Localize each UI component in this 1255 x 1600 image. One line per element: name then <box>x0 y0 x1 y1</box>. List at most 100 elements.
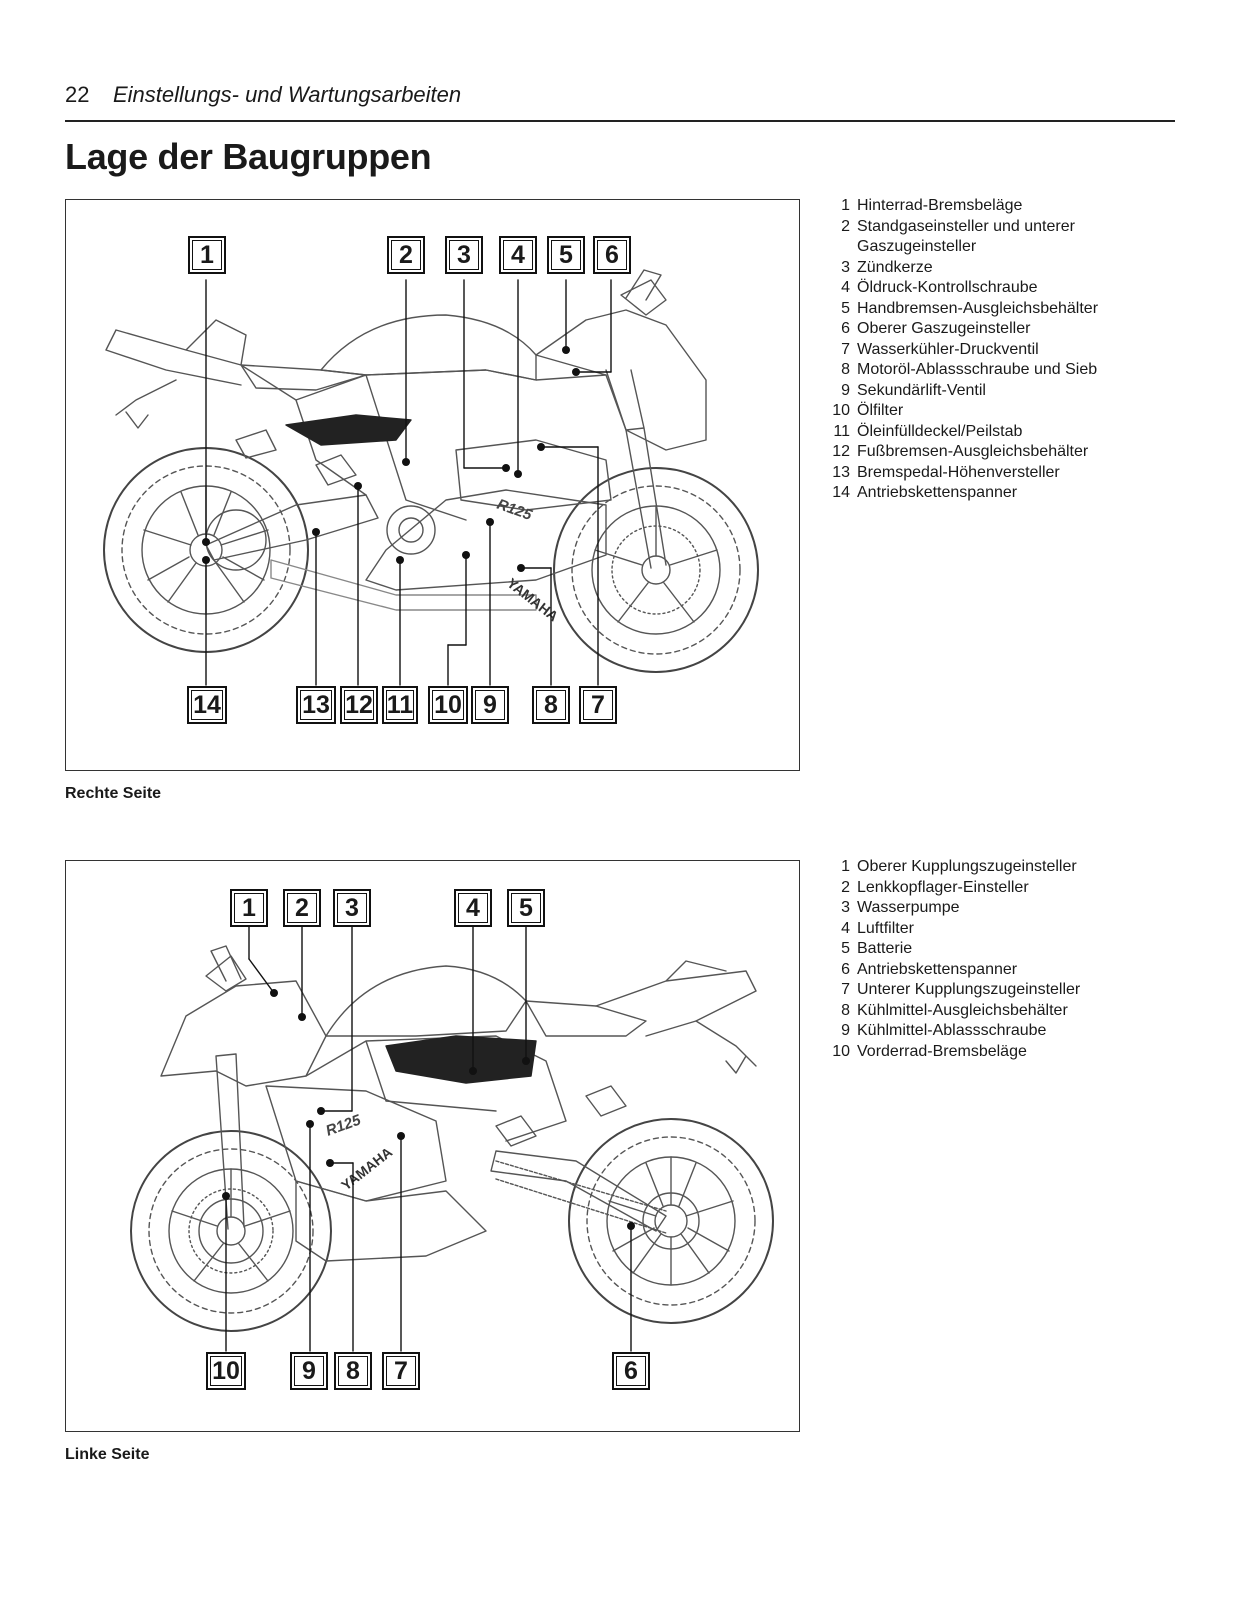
legend-item: 2 Standgaseinsteller und unterer Gaszugei… <box>823 217 1183 258</box>
legend-item-text: Sekundärlift-Ventil <box>857 381 986 399</box>
callout-5: 5 <box>547 236 585 274</box>
legend-item: 5 Batterie <box>823 939 1183 960</box>
legend-item-number: 12 <box>832 443 850 460</box>
legend-item-text: Luftfilter <box>857 919 914 937</box>
callout-6: 6 <box>612 1352 650 1390</box>
front-wheel <box>130 1130 332 1332</box>
page-number: 22 <box>65 82 90 107</box>
callout-9: 9 <box>290 1352 328 1390</box>
legend-item: 9 Sekundärlift-Ventil <box>823 381 1183 402</box>
legend-item-text: Kühlmittel-Ausgleichsbehälter <box>857 1001 1068 1019</box>
rear-license-bracket <box>115 379 177 429</box>
legend-item-number: 6 <box>841 320 850 337</box>
callout-3: 3 <box>333 889 371 927</box>
rear-license-bracket <box>695 1020 757 1074</box>
callout-4: 4 <box>454 889 492 927</box>
legend-item-number: 3 <box>841 258 850 276</box>
fuel-tank <box>320 314 537 381</box>
tail-section <box>105 319 297 401</box>
legend-item-text: Handbremsen-Ausgleichsbehälter <box>857 299 1099 317</box>
rear-wheel <box>568 1118 774 1324</box>
leader-lines <box>225 924 632 1352</box>
legend-item-number: 7 <box>841 981 850 998</box>
side-panel-dark <box>385 1035 537 1084</box>
engine-cover <box>386 505 436 555</box>
figure-left-side: YAMAHA R125 1 2 3 4 5 10 9 8 7 6 <box>65 860 800 1432</box>
callout-4: 4 <box>499 236 537 274</box>
callout-1: 1 <box>188 236 226 274</box>
running-title: Einstellungs- und Wartungsarbeiten <box>113 82 462 107</box>
legend-item-text: Standgaseinsteller und unterer Gaszugein… <box>857 217 1075 256</box>
legend-item-number: 4 <box>841 919 850 937</box>
belly-fairing <box>295 1180 487 1262</box>
legend-item-number: 1 <box>841 858 850 875</box>
legend-item: 8 Kühlmittel-Ausgleichsbehälter <box>823 1001 1183 1022</box>
legend-item-number: 14 <box>832 484 850 501</box>
legend-item-number: 2 <box>841 217 850 235</box>
legend-item-number: 5 <box>841 299 850 317</box>
legend-item-text: Antriebskettenspanner <box>857 960 1018 978</box>
legend-item-number: 5 <box>841 940 850 957</box>
seat <box>240 364 367 391</box>
decal-brand: YAMAHA <box>338 1144 395 1194</box>
callout-8: 8 <box>334 1352 372 1390</box>
callout-10: 10 <box>428 686 468 724</box>
legend-item-text: Wasserkühler-Druckventil <box>857 340 1039 358</box>
legend-item-text: Wasserpumpe <box>857 899 960 916</box>
legend-item-text: Hinterrad-Bremsbeläge <box>857 197 1023 214</box>
callout-14: 14 <box>187 686 227 724</box>
callout-12: 12 <box>340 686 378 724</box>
legend-item-number: 8 <box>841 1001 850 1019</box>
section-title: Lage der Baugruppen <box>65 136 432 177</box>
callout-8: 8 <box>532 686 570 724</box>
callout-3: 3 <box>445 236 483 274</box>
rear-sprocket <box>642 1192 700 1250</box>
legend-item-number: 11 <box>833 422 850 440</box>
front-fairing <box>160 980 327 1087</box>
legend-item-number: 6 <box>841 960 850 978</box>
callout-5: 5 <box>507 889 545 927</box>
swingarm <box>490 1150 667 1232</box>
legend-item-text: Kühlmittel-Ablassschraube <box>857 1022 1047 1039</box>
footrest <box>495 1085 627 1147</box>
legend-item-text: Fußbremsen-Ausgleichsbehälter <box>857 443 1089 460</box>
legend-item-number: 9 <box>841 381 850 399</box>
legend-item: 12 Fußbremsen-Ausgleichsbehälter <box>823 442 1183 463</box>
mirror <box>625 269 662 301</box>
drive-chain <box>495 1160 667 1234</box>
legend-item-text: Motoröl-Ablassschraube und Sieb <box>857 361 1098 378</box>
front-fairing <box>535 309 707 451</box>
callout-2: 2 <box>283 889 321 927</box>
motorcycle-right-side-illustration: YAMAHA R125 <box>103 269 759 686</box>
front-fork <box>605 369 667 569</box>
callout-1: 1 <box>230 889 268 927</box>
legend-item-text: Zündkerze <box>857 258 933 276</box>
legend-item: 7 Unterer Kupplungszugeinsteller <box>823 980 1183 1001</box>
callout-10: 10 <box>206 1352 246 1390</box>
caption-right-side: Rechte Seite <box>65 785 162 802</box>
legend-item: 4 Luftfilter <box>823 919 1183 940</box>
legend-item-number: 10 <box>832 1042 850 1060</box>
legend-item-text: Unterer Kupplungszugeinsteller <box>857 981 1081 998</box>
exhaust <box>270 559 537 611</box>
legend-item-text: Batterie <box>857 940 913 957</box>
legend-item-number: 13 <box>832 463 850 481</box>
legend-item-text: Öldruck-Kontrollschraube <box>857 279 1038 296</box>
swingarm <box>205 494 379 561</box>
legend-item: 14 Antriebskettenspanner <box>823 483 1183 504</box>
legend-item-text: Antriebskettenspanner <box>857 484 1018 501</box>
windscreen <box>205 955 247 992</box>
callout-6: 6 <box>593 236 631 274</box>
leader-lines <box>205 279 612 686</box>
callout-2: 2 <box>387 236 425 274</box>
rear-brake-disc <box>205 509 267 571</box>
